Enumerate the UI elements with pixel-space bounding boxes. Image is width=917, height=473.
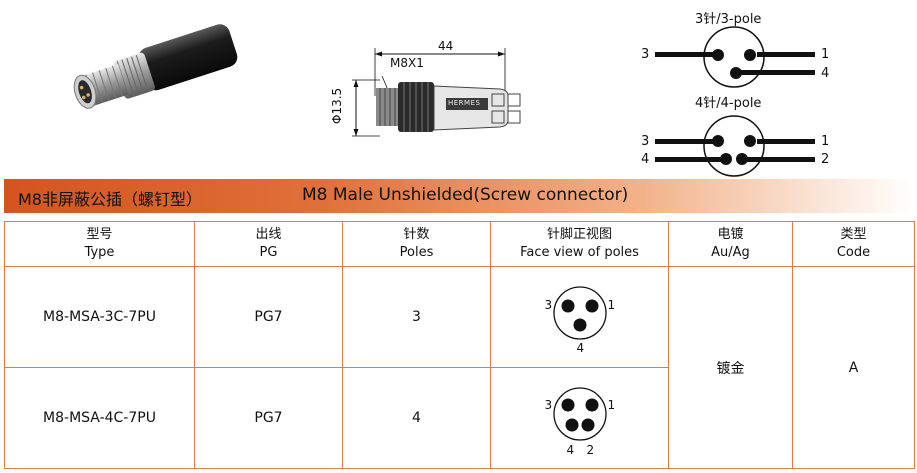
- face-pin-label: 1: [607, 398, 616, 412]
- pinout-3pole-title: 3针/3-pole: [695, 12, 762, 27]
- dimension-drawing: 44 M8X1 Φ13.5 HERMES: [330, 36, 540, 146]
- pinout-4pole: 4针/4-pole 3 1 4 2: [630, 88, 850, 180]
- face-view-4pole: 3 1 4 2: [505, 368, 655, 464]
- table-row: M8-MSA-3C-7PU PG7 3 3 1 4 镀金 A: [4, 266, 915, 469]
- cell-poles: 4: [342, 367, 491, 469]
- cell-face-view: 3 1 4 2: [490, 367, 669, 469]
- face-pin-label: 4: [576, 341, 585, 355]
- pin-label: 4: [821, 66, 830, 81]
- pinout-3pole: 3针/3-pole 3 1 4: [630, 0, 850, 92]
- diameter-label: Φ13.5: [330, 87, 344, 124]
- face-pin-label: 1: [607, 298, 616, 312]
- cell-face-view: 3 1 4: [490, 266, 669, 368]
- product-photo: [73, 24, 238, 109]
- cell-pg: PG7: [194, 367, 343, 469]
- thread-label: M8X1: [390, 56, 424, 70]
- brand-mark: HERMES: [448, 99, 481, 107]
- table-row: M8-MSA-4C-7PU PG7 4 3 1 4 2: [4, 367, 915, 469]
- pin-label: 1: [821, 47, 830, 62]
- section-title-en: M8 Male Unshielded(Screw connector): [302, 185, 629, 205]
- face-pin-label: 3: [544, 398, 553, 412]
- face-pin-label: 4: [566, 443, 575, 457]
- cell-type: M8-MSA-4C-7PU: [4, 367, 195, 469]
- cell-code: A: [792, 266, 915, 469]
- cell-poles: 3: [342, 266, 491, 368]
- section-header: M8非屏蔽公插（螺钉型） M8 Male Unshielded(Screw co…: [4, 179, 914, 213]
- cell-pg: PG7: [194, 266, 343, 368]
- pin-label: 2: [821, 152, 830, 167]
- pin-label: 3: [641, 47, 650, 62]
- cell-type: M8-MSA-3C-7PU: [4, 266, 195, 368]
- cell-plating: 镀金: [668, 266, 793, 469]
- face-view-3pole: 3 1 4: [505, 267, 655, 363]
- pin-label: 4: [641, 152, 650, 167]
- pin-label: 3: [641, 134, 650, 149]
- face-pin-label: 3: [544, 298, 553, 312]
- pinout-4pole-title: 4针/4-pole: [695, 96, 762, 111]
- pin-label: 1: [821, 134, 830, 149]
- section-title-cn: M8非屏蔽公插（螺钉型）: [18, 190, 202, 209]
- face-pin-label: 2: [586, 443, 595, 457]
- length-dimension: 44: [438, 39, 454, 53]
